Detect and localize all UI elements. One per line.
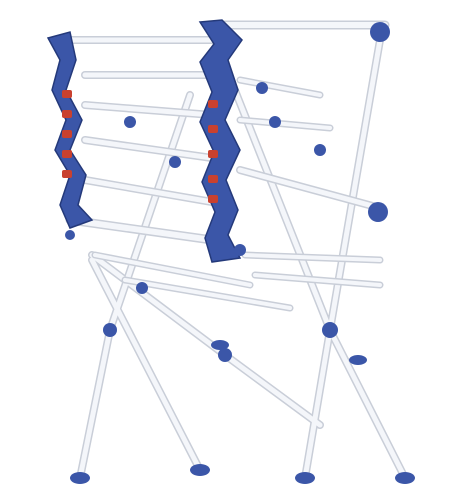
- feet: [70, 340, 415, 484]
- left-hooks: [62, 90, 72, 178]
- joints: [65, 22, 390, 362]
- left-wing-rails: [81, 71, 216, 206]
- middle-rails: [236, 76, 384, 212]
- center-hooks: [208, 100, 218, 203]
- top-rails: [56, 20, 390, 44]
- lower-rails: [65, 215, 384, 312]
